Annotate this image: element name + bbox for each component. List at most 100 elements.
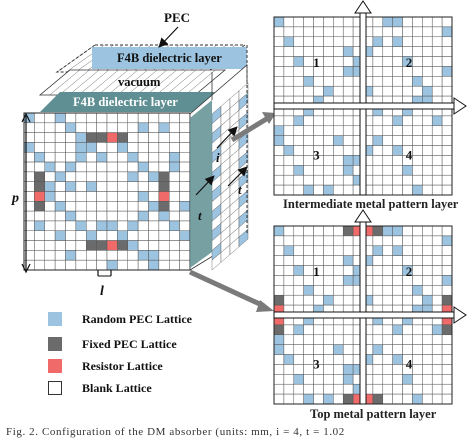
top-cell-random [372, 245, 384, 256]
intermediate-cell-random [392, 36, 403, 47]
top-cell-blank [392, 265, 403, 276]
top-cell-blank [283, 235, 295, 247]
intermediate-cell-blank [323, 26, 334, 38]
intermediate-cell-blank [431, 125, 443, 136]
top-cell-blank [431, 235, 443, 247]
intermediate-cell-blank [412, 135, 423, 146]
front-cell-blank [179, 142, 191, 153]
intermediate-cell-blank [323, 56, 334, 67]
intermediate-cell-blank [333, 66, 344, 77]
intermediate-cell-blank [422, 46, 433, 57]
top-cell-blank [431, 285, 443, 296]
front-cell-blank [65, 142, 77, 153]
legend-label-blank: Blank Lattice [82, 380, 152, 395]
front-cell-blank [54, 250, 66, 261]
front-cell-blank [137, 132, 149, 143]
front-cell-random [54, 171, 66, 182]
front-cell-blank [34, 240, 45, 251]
top-cell-blank [431, 334, 443, 345]
top-cell-blank [382, 275, 393, 286]
top-cell-blank [342, 344, 354, 355]
front-cell-blank [179, 122, 191, 133]
l-label: l [100, 284, 104, 299]
top-cell-random [441, 275, 453, 286]
top-cell-blank [431, 344, 443, 355]
front-cell-blank [169, 112, 180, 124]
top-cell-blank [402, 245, 413, 256]
top-cell-blank [293, 255, 304, 266]
top-cell-fixed [342, 225, 354, 237]
intermediate-cell-blank [293, 16, 304, 28]
front-cell-random [86, 230, 97, 241]
front-cell-random [148, 171, 160, 182]
top-cell-random [273, 225, 285, 237]
top-cell-blank [273, 265, 285, 276]
back-grid-line [56, 44, 96, 73]
top-cell-blank [333, 265, 344, 276]
intermediate-quadrant-2: 2 [406, 55, 413, 70]
front-cell-blank [169, 181, 180, 192]
top-cell-blank [441, 383, 453, 395]
front-cell-random [148, 250, 160, 261]
intermediate-cell-blank [382, 155, 393, 166]
intermediate-cell-random [402, 165, 413, 176]
intermediate-cell-blank [303, 85, 314, 97]
intermediate-cell-random [283, 36, 295, 47]
intermediate-cell-blank [431, 155, 443, 166]
top-cell-blank [323, 235, 334, 247]
intermediate-cell-blank [323, 174, 334, 186]
intermediate-cell-random [323, 85, 334, 97]
intermediate-cell-blank [382, 184, 393, 196]
intermediate-cell-blank [382, 85, 393, 97]
intermediate-cell-blank [422, 26, 433, 38]
front-cell-blank [148, 122, 160, 133]
front-cell-blank [106, 171, 118, 182]
front-cell-blank [65, 132, 77, 143]
top-cell-blank [431, 294, 443, 306]
top-cell-blank [342, 245, 354, 256]
vacuum-top-grid [39, 69, 226, 96]
intermediate-cell-random [273, 125, 285, 136]
top-cell-blank [273, 383, 285, 395]
front-cell-blank [75, 259, 87, 271]
intermediate-cell-blank [342, 76, 354, 87]
intermediate-cell-blank [283, 85, 295, 97]
top-cell-blank [441, 344, 453, 355]
t-front-label: t [198, 208, 202, 223]
intermediate-cell-blank [333, 125, 344, 136]
top-cell-blank [313, 393, 324, 405]
intermediate-cell-blank [422, 16, 433, 28]
legend-swatch-blank [48, 381, 62, 395]
top-cell-blank [441, 354, 453, 365]
front-cell-blank [169, 230, 180, 241]
top-cell-blank [342, 294, 354, 306]
top-cell-blank [382, 255, 393, 266]
front-cell-random [169, 220, 180, 231]
intermediate-cell-blank [333, 165, 344, 176]
top-cell-fixed [441, 294, 453, 306]
front-cell-blank [137, 201, 149, 212]
intermediate-cell-blank [422, 165, 433, 176]
intermediate-cell-blank [412, 145, 423, 156]
top-cell-blank [392, 285, 403, 296]
top-cell-blank [372, 354, 384, 365]
top-cell-blank [333, 383, 344, 395]
intermediate-cell-blank [303, 125, 314, 136]
intermediate-cell-blank [431, 26, 443, 38]
top-cell-blank [303, 255, 314, 266]
intermediate-cell-blank [402, 26, 413, 38]
top-cell-blank [422, 354, 433, 365]
top-axis-vertical-head [354, 209, 372, 223]
top-cell-blank [382, 364, 393, 375]
vacuum-grid-line [97, 69, 129, 96]
intermediate-cell-blank [333, 76, 344, 87]
top-cell-blank [342, 285, 354, 296]
front-cell-blank [86, 161, 97, 173]
top-cell-fixed [342, 393, 354, 405]
top-cell-blank [293, 275, 304, 286]
f4b-front-layer-band [40, 92, 215, 112]
intermediate-cell-blank [323, 155, 334, 166]
front-cell-random [169, 152, 180, 163]
front-cell-blank [106, 201, 118, 212]
